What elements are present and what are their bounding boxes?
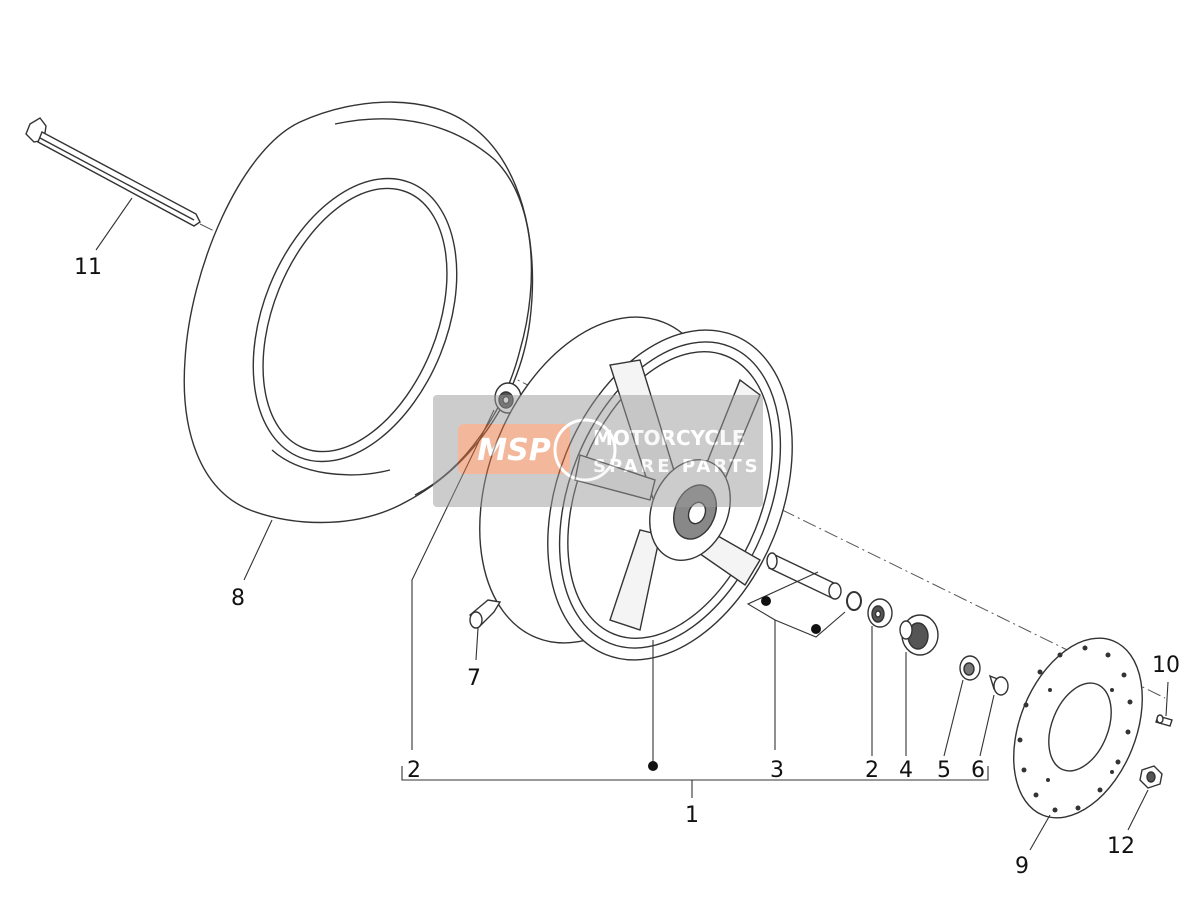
brake-disc-part [1013,637,1143,819]
watermark-line1: MOTORCYCLE [593,426,745,450]
callout-4: 4 [899,758,913,783]
callout-11: 11 [74,255,102,280]
hub-seal-part [899,614,939,656]
callout-8: 8 [231,586,245,611]
disc-screw-part [1155,714,1173,727]
watermark-globe-icon [553,418,617,482]
callout-7: 7 [467,666,481,691]
leader-dots [648,596,821,771]
callout-2b: 2 [865,758,879,783]
callout-10: 10 [1152,653,1180,678]
callout-9: 9 [1015,854,1029,879]
valve-part [468,599,502,629]
callout-3: 3 [770,758,784,783]
disc-nut-part [1139,765,1163,789]
seal-ring-part [846,591,862,611]
axle-bolt-part [25,117,201,227]
callout-12: 12 [1107,834,1135,859]
callout-2a: 2 [407,758,421,783]
watermark-logo: MSP [477,433,550,468]
callout-5: 5 [937,758,951,783]
spacer-tube-part [766,552,842,600]
watermark: MSP MOTORCYCLE SPARE PARTS [433,395,763,507]
callout-1: 1 [685,803,699,828]
watermark-line2: SPARE PARTS [593,456,761,477]
bushing-part [988,674,1009,696]
washer-part [959,655,981,681]
callout-6: 6 [971,758,985,783]
bearing-lower-part [867,598,893,628]
